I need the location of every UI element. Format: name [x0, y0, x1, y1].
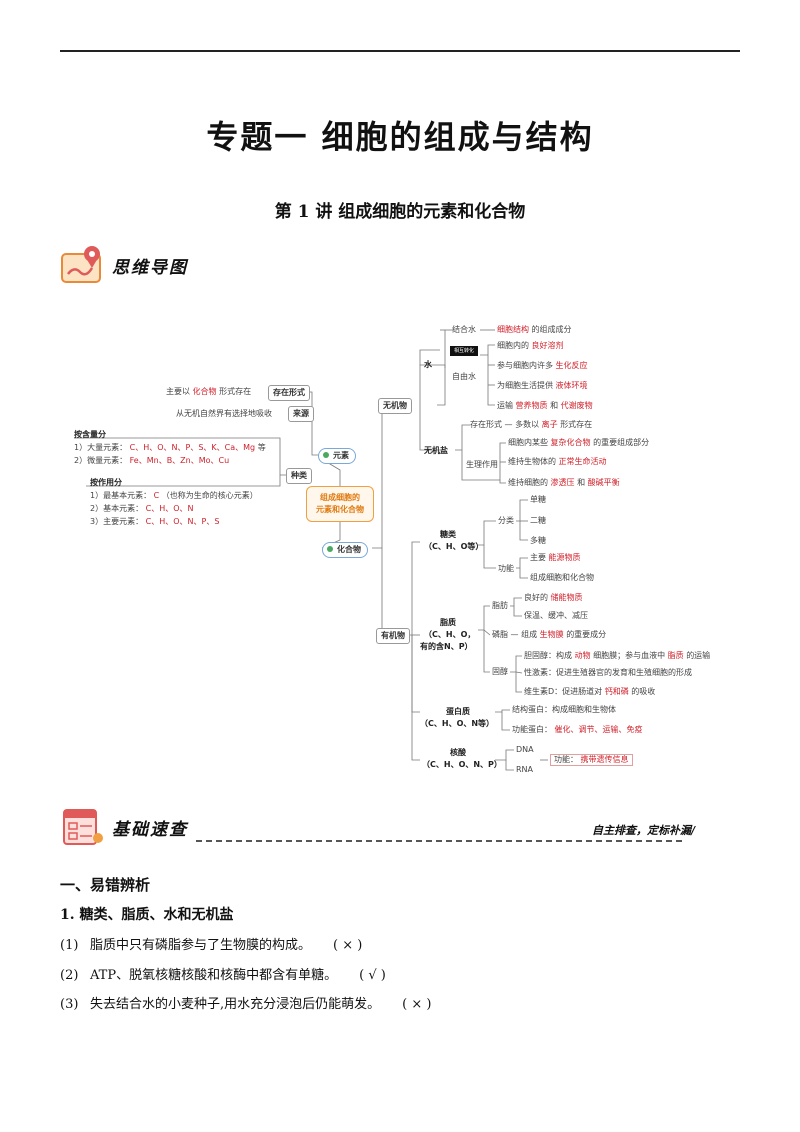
- source-node: 来源: [288, 406, 314, 422]
- fundamental-elements: 2）基本元素： C、H、O、N: [90, 504, 194, 513]
- protein-elements: （C、H、O、N等）: [420, 719, 495, 728]
- micro-elements: 2）微量元素： Fe、Mn、B、Zn、Mo、Cu: [74, 456, 230, 465]
- phospholipid-node: 磷脂 — 组成 生物膜 的重要成分: [492, 630, 607, 639]
- cholesterol: 胆固醇：构成 动物 细胞膜；参与血液中 脂质 的运输: [524, 651, 711, 660]
- macro-elements: 1）大量元素： C、H、O、N、P、S、K、Ca、Mg 等: [74, 443, 266, 452]
- salt-role-1: 细胞内某些 复杂化合物 的重要组成部分: [508, 438, 650, 447]
- functional-protein: 功能蛋白： 催化、调节、运输、免疫: [512, 725, 643, 734]
- water-node: 水: [424, 360, 432, 369]
- free-water: 自由水: [452, 372, 476, 381]
- convert-label: 相互转化: [450, 346, 478, 356]
- sugar-function: 功能: [498, 564, 514, 573]
- polysaccharide: 多糖: [530, 536, 546, 545]
- lipid-elements-1: （C、H、O，: [424, 630, 476, 639]
- map-pin-icon: [61, 246, 101, 283]
- by-function-label: 按作用分: [90, 478, 122, 487]
- mindmap-section-header: 思维导图: [60, 244, 188, 286]
- checklist-icon: [63, 809, 103, 845]
- nucleic-function: 功能： 携带遗传信息: [550, 754, 633, 766]
- section-divider: [196, 840, 682, 842]
- lecture-title: 第 1 讲 组成细胞的元素和化合物: [274, 202, 526, 222]
- lipid-node: 脂质: [440, 618, 456, 627]
- vitamin-d: 维生素D：促进肠道对 钙和磷 的吸收: [524, 687, 656, 696]
- basics-section-header: 基础速查: [60, 806, 188, 848]
- exist-form-text: 主要以 化合物 形式存在: [166, 387, 252, 396]
- basics-label: 基础速查: [112, 819, 188, 840]
- source-text: 从无机自然界有选择地吸收: [176, 409, 272, 418]
- lipid-elements-2: 有的含N、P）: [420, 642, 473, 651]
- salt-role-label: 生理作用: [466, 460, 498, 469]
- top-rule: [60, 50, 740, 52]
- mindmap-label: 思维导图: [112, 257, 188, 278]
- salt-node: 无机盐: [424, 446, 448, 455]
- rna-label: RNA: [516, 765, 534, 774]
- sex-hormone: 性激素：促进生殖器官的发育和生殖细胞的形成: [524, 668, 692, 677]
- basics-motto: 自主排查，定标补漏/: [592, 824, 696, 837]
- page-title: 专题一 细胞的组成与结构: [206, 118, 594, 156]
- main-elements: 3）主要元素： C、H、O、N、P、S: [90, 517, 220, 526]
- sugar-classify: 分类: [498, 516, 514, 525]
- mind-map: 组成细胞的 元素和化合物 元素 存在形式 主要以 化合物 形式存在 来源 从无机…: [0, 300, 800, 780]
- sterol-node: 固醇: [492, 667, 508, 676]
- salt-exist: 存在形式 — 多数以 离子 形式存在: [470, 420, 593, 429]
- by-amount-label: 按含量分: [74, 430, 106, 439]
- protein-node: 蛋白质: [446, 707, 470, 716]
- fat-role-2: 保温、缓冲、减压: [524, 611, 588, 620]
- sugar-node: 糖类: [440, 530, 456, 539]
- sugar-func-1: 主要 能源物质: [530, 553, 581, 562]
- inorganic-node: 无机物: [378, 398, 412, 414]
- disaccharide: 二糖: [530, 516, 546, 525]
- sugar-elements: （C、H、O等）: [424, 542, 484, 551]
- subsection-heading: 1. 糖类、脂质、水和无机盐: [60, 907, 234, 923]
- salt-role-2: 维持生物体的 正常生命活动: [508, 457, 607, 466]
- mind-map-connectors: [74, 329, 548, 771]
- bound-water: 结合水: [452, 325, 476, 334]
- free-water-role-2: 参与细胞内许多 生化反应: [497, 361, 588, 370]
- fat-role-1: 良好的 储能物质: [524, 593, 583, 602]
- mind-map-center: 组成细胞的 元素和化合物: [306, 486, 374, 522]
- list-item: (3)失去结合水的小麦种子,用水充分浸泡后仍能萌发。( × ): [60, 997, 432, 1012]
- list-item: (1)脂质中只有磷脂参与了生物膜的构成。( × ): [60, 938, 363, 953]
- elements-node: 元素: [318, 448, 356, 464]
- exist-form-node: 存在形式: [268, 385, 310, 401]
- free-water-role-3: 为细胞生活提供 液体环境: [497, 381, 588, 390]
- organic-node: 有机物: [376, 628, 410, 644]
- nucleic-acid-node: 核酸: [450, 748, 466, 757]
- salt-role-3: 维持细胞的 渗透压 和 酸碱平衡: [508, 478, 620, 487]
- nucleic-acid-elements: （C、H、O、N、P）: [422, 760, 502, 769]
- section-heading: 一、易错辨析: [60, 876, 151, 894]
- dna-label: DNA: [516, 745, 534, 754]
- types-node: 种类: [286, 468, 312, 484]
- free-water-role-4: 运输 营养物质 和 代谢废物: [497, 401, 593, 410]
- bound-water-role: 细胞结构 的组成成分: [497, 325, 572, 334]
- compounds-node: 化合物: [322, 542, 368, 558]
- monosaccharide: 单糖: [530, 495, 546, 504]
- list-item: (2)ATP、脱氧核糖核酸和核酶中都含有单糖。( √ ): [60, 968, 386, 983]
- sugar-func-2: 组成细胞和化合物: [530, 573, 594, 582]
- structural-protein: 结构蛋白：构成细胞和生物体: [512, 705, 616, 714]
- basic-element: 1）最基本元素： C （也称为生命的核心元素）: [90, 491, 258, 500]
- free-water-role-1: 细胞内的 良好溶剂: [497, 341, 564, 350]
- fat-node: 脂肪: [492, 601, 508, 610]
